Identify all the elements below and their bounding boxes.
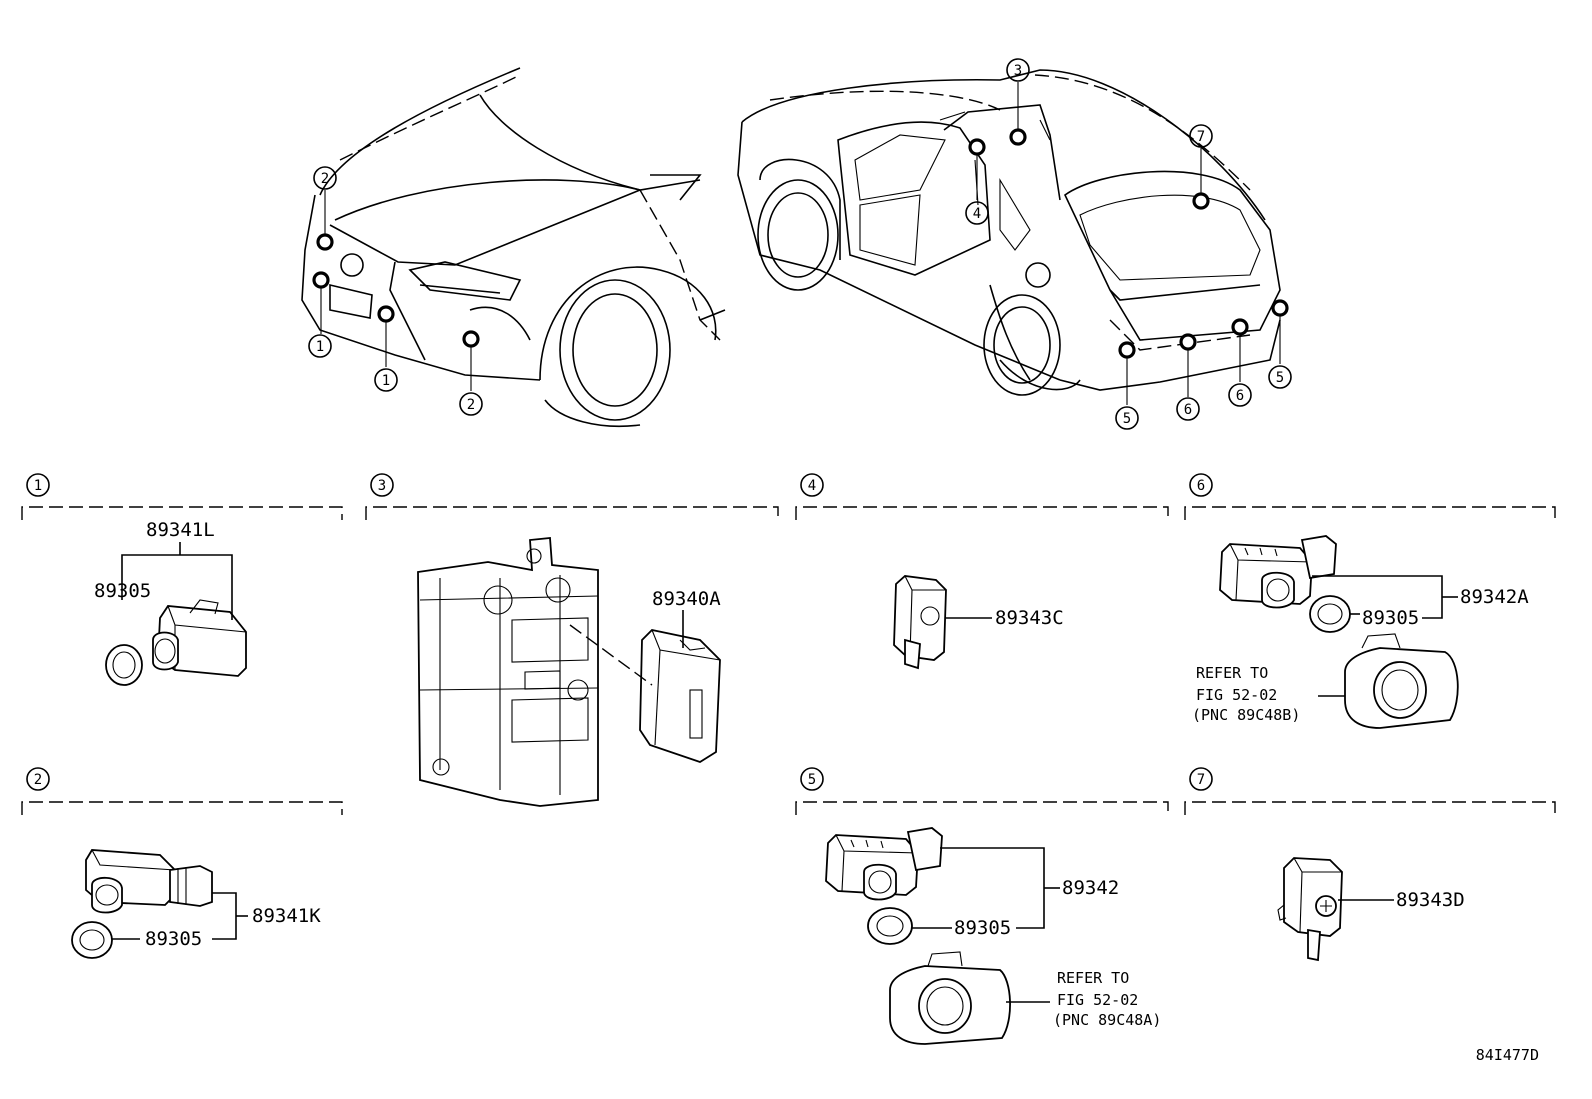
callout-5-rear-right: 5 (1268, 365, 1292, 389)
rear-vehicle-illustration (737, 69, 1281, 396)
pnc-ref-label-s5: (PNC 89C48A) (1053, 1011, 1161, 1029)
section-4-header: 4 (795, 473, 1169, 520)
module-89340A-drawing (639, 629, 721, 763)
callout-4-rear: 4 (965, 201, 989, 225)
svg-text:6: 6 (1236, 388, 1244, 404)
section-7-parts: 89343D (1277, 857, 1465, 962)
svg-text:5: 5 (1276, 370, 1284, 386)
section-6-header: 6 (1184, 473, 1556, 520)
svg-text:6: 6 (1197, 478, 1205, 494)
front-sensor-markers (312, 190, 480, 391)
callout-2-front-right: 2 (459, 392, 483, 416)
svg-text:2: 2 (467, 397, 475, 413)
sensor-89342-drawing (825, 827, 943, 901)
svg-text:7: 7 (1197, 772, 1205, 788)
section-6-parts: 89342A 89305 REFER TO FIG 52-02 (PNC 89C… (1192, 535, 1529, 729)
svg-text:1: 1 (316, 339, 324, 355)
section-4-parts: 89343C (893, 575, 1064, 670)
section-3-header: 3 (365, 473, 779, 520)
part-number-89305-s1: 89305 (94, 580, 151, 602)
sensor-89343C-drawing (893, 575, 947, 670)
part-number-89342: 89342 (1062, 877, 1119, 899)
svg-text:4: 4 (808, 478, 816, 494)
callout-1-front-left: 1 (308, 334, 332, 358)
front-vehicle-illustration (301, 67, 726, 428)
svg-text:5: 5 (1123, 411, 1131, 427)
section-5-parts: 89342 89305 REFER TO FIG 52-02 (PNC 89C4… (825, 827, 1161, 1045)
callout-3-rear: 3 (1006, 58, 1030, 82)
svg-text:1: 1 (382, 373, 390, 389)
part-number-89340A: 89340A (652, 588, 721, 610)
bezel-89C48B-drawing (1344, 633, 1459, 729)
svg-text:7: 7 (1197, 129, 1205, 145)
section-2-parts: 89341K 89305 (71, 849, 321, 959)
callout-6-rear-right: 6 (1228, 383, 1252, 407)
sensor-89342A-drawing (1219, 535, 1337, 609)
bracket-drawing (417, 537, 599, 807)
part-number-89343C: 89343C (995, 607, 1064, 629)
ring-89305-s6-drawing (1309, 595, 1351, 633)
svg-text:2: 2 (321, 171, 329, 187)
svg-text:1: 1 (34, 478, 42, 494)
svg-text:2: 2 (34, 772, 42, 788)
part-number-89342A: 89342A (1460, 586, 1529, 608)
part-number-89341K: 89341K (252, 905, 321, 927)
section-5-header: 5 (795, 767, 1169, 815)
fig-ref-label-s6: FIG 52-02 (1196, 686, 1277, 704)
part-number-89305-s2: 89305 (145, 928, 202, 950)
svg-text:4: 4 (973, 206, 981, 222)
callout-2-front-left: 2 (313, 166, 337, 190)
refer-to-label-s5: REFER TO (1057, 969, 1129, 987)
section-headers: 1 3 4 6 2 5 7 (21, 473, 1556, 815)
sensor-89341K-drawing (85, 849, 213, 914)
svg-text:5: 5 (808, 772, 816, 788)
svg-text:3: 3 (1014, 63, 1022, 79)
bezel-89C48A-drawing (889, 951, 1011, 1045)
pnc-ref-label-s6: (PNC 89C48B) (1192, 706, 1300, 724)
section-2-header: 2 (21, 767, 343, 815)
section-3-parts: 89340A (417, 537, 721, 807)
refer-to-label-s6: REFER TO (1196, 664, 1268, 682)
fig-ref-label-s5: FIG 52-02 (1057, 991, 1138, 1009)
section-7-header: 7 (1184, 767, 1556, 815)
svg-text:6: 6 (1184, 402, 1192, 418)
part-number-89305-s6: 89305 (1362, 607, 1419, 629)
sensor-89341L-drawing (152, 599, 247, 677)
callout-5-rear-left: 5 (1115, 406, 1139, 430)
section-1-parts: 89341L 89305 (94, 519, 247, 686)
figure-id-label: 84I477D (1476, 1046, 1539, 1064)
rear-sensor-markers (968, 82, 1289, 405)
part-number-89341L: 89341L (146, 519, 215, 541)
sensor-89343D-drawing (1277, 857, 1343, 962)
svg-text:3: 3 (378, 478, 386, 494)
part-number-89343D: 89343D (1396, 889, 1465, 911)
section-1-header: 1 (21, 473, 343, 520)
ring-89305-s5-drawing (867, 907, 913, 945)
part-number-89305-s5: 89305 (954, 917, 1011, 939)
callout-6-rear-left: 6 (1176, 397, 1200, 421)
vehicle-callouts: 2 1 1 2 3 4 7 5 6 6 5 (308, 58, 1292, 430)
ring-89305-drawing (105, 644, 143, 686)
ring-89305-s2-drawing (71, 921, 113, 959)
callout-7-rear: 7 (1189, 124, 1213, 148)
callout-1-front-center: 1 (374, 368, 398, 392)
